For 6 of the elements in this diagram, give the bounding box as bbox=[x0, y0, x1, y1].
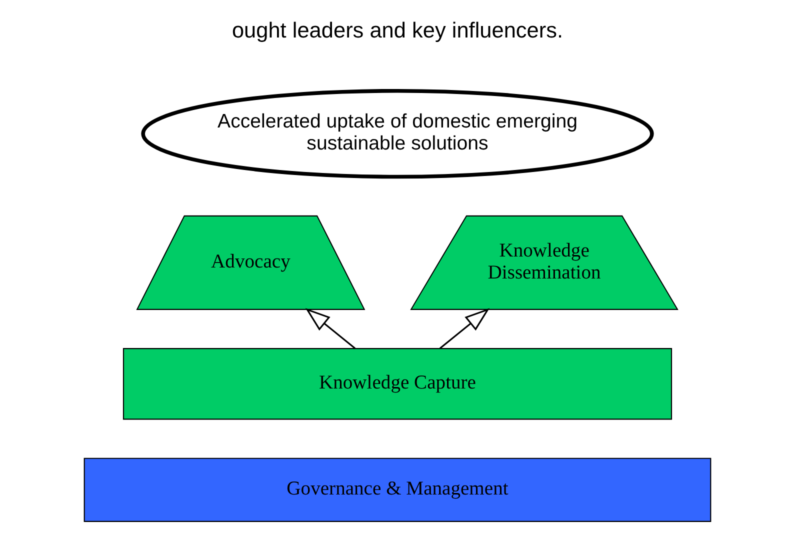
arrow bbox=[304, 308, 356, 349]
node-box: Knowledge Capture bbox=[122, 348, 672, 420]
node-box: Governance & Management bbox=[83, 458, 711, 522]
label: ought leaders and key influencers. bbox=[231, 18, 563, 43]
node-ellipse: Accelerated uptake of domestic emerging sustainable solutions bbox=[140, 88, 654, 179]
arrow bbox=[438, 308, 490, 349]
